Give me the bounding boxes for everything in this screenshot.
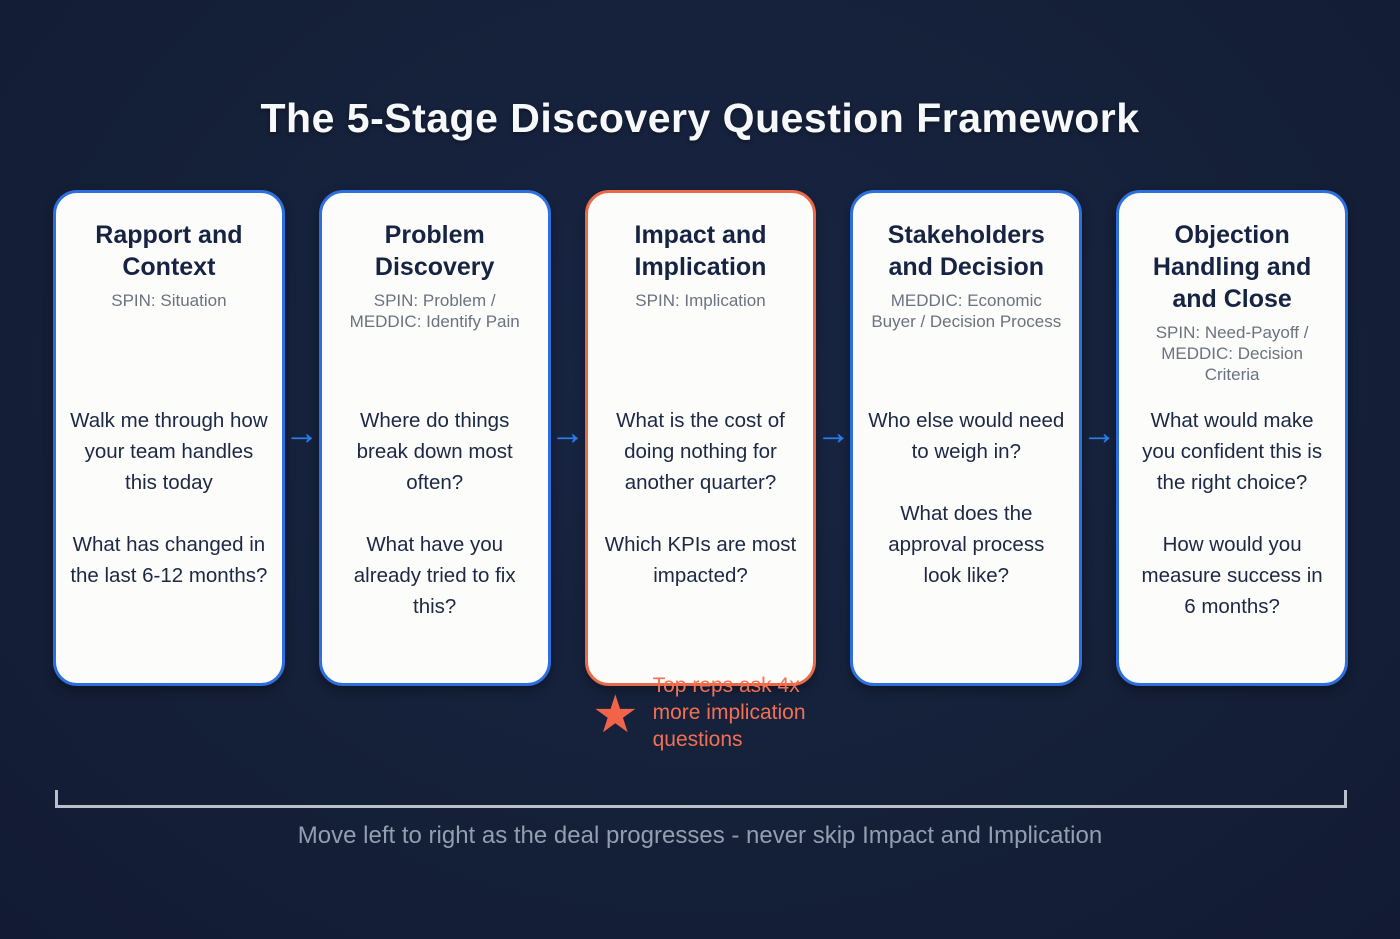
stage-question: What is the cost of doing nothing for an… (616, 409, 785, 494)
stage-card-objection-close: Objection Handling and and Close SPIN: N… (1116, 190, 1348, 686)
page-title: The 5-Stage Discovery Question Framework (260, 95, 1140, 142)
stage-question: Which KPIs are most impacted? (604, 533, 797, 587)
stage-question: How would you measure success in 6 month… (1141, 533, 1323, 618)
footer-caption: Move left to right as the deal progresse… (297, 822, 1103, 849)
stage-question: What has changed in the last 6-12 months… (70, 533, 268, 587)
flow-arrow-icon: → (816, 414, 851, 452)
stage-framework-label: SPIN: Need-Payoff / MEDDIC: Decision Cri… (1155, 323, 1309, 384)
stage-framework-label: SPIN: Problem / MEDDIC: Identify Pain (349, 291, 520, 331)
stage-card-header: Impact and Implication SPIN: Implication (602, 219, 800, 405)
star-icon: ★ (592, 685, 639, 744)
stage-card-header: Stakeholders and Decision MEDDIC: Econom… (867, 219, 1065, 405)
stage-question: Walk me through how your team handles th… (70, 409, 268, 494)
stage-framework-label: MEDDIC: Economic Buyer / Decision Proces… (871, 291, 1062, 331)
stage-framework-label: SPIN: Implication (635, 291, 766, 310)
stage-card-stakeholders-decision: Stakeholders and Decision MEDDIC: Econom… (850, 190, 1083, 686)
stage-framework-label: SPIN: Situation (111, 291, 227, 310)
flow-arrow-icon: → (550, 414, 585, 452)
stage-card-header: Objection Handling and and Close SPIN: N… (1133, 219, 1331, 405)
stage-card-header: Rapport and Context SPIN: Situation (70, 219, 268, 405)
stage-question: What have you already tried to fix this? (353, 533, 516, 618)
stage-question: Who else would need to weigh in? (868, 409, 1065, 463)
stage-card-header: Problem Discovery SPIN: Problem / MEDDIC… (336, 219, 534, 405)
stage-heading: Rapport and Context (95, 221, 243, 281)
stages-row: Rapport and Context SPIN: Situation Walk… (53, 190, 1348, 686)
stage-question: What does the approval process look like… (888, 502, 1045, 587)
stage-heading: Impact and Implication (634, 221, 767, 281)
stage-questions: Who else would need to weigh in? What do… (867, 405, 1065, 591)
stage-questions: Walk me through how your team handles th… (70, 405, 268, 591)
stage-questions: Where do things break down most often? W… (336, 405, 534, 622)
stage-card-rapport-context: Rapport and Context SPIN: Situation Walk… (53, 190, 285, 686)
annotation-text: Top reps ask 4x more implication questio… (652, 674, 806, 751)
stage-heading: Problem Discovery (374, 221, 495, 281)
highlight-annotation: ★ Top reps ask 4x more implication quest… (592, 672, 852, 753)
stage-question: Where do things break down most often? (356, 409, 513, 494)
stage-questions: What would make you confident this is th… (1133, 405, 1331, 622)
progression-bracket (55, 790, 1347, 808)
stage-card-impact-implication: Impact and Implication SPIN: Implication… (584, 190, 817, 686)
stage-question: What would make you confident this is th… (1142, 409, 1323, 494)
stage-card-problem-discovery: Problem Discovery SPIN: Problem / MEDDIC… (318, 190, 551, 686)
flow-arrow-icon: → (284, 414, 319, 452)
stage-questions: What is the cost of doing nothing for an… (602, 405, 800, 591)
stage-heading: Objection Handling and and Close (1152, 221, 1312, 313)
stage-heading: Stakeholders and Decision (887, 221, 1045, 281)
flow-arrow-icon: → (1082, 414, 1117, 452)
